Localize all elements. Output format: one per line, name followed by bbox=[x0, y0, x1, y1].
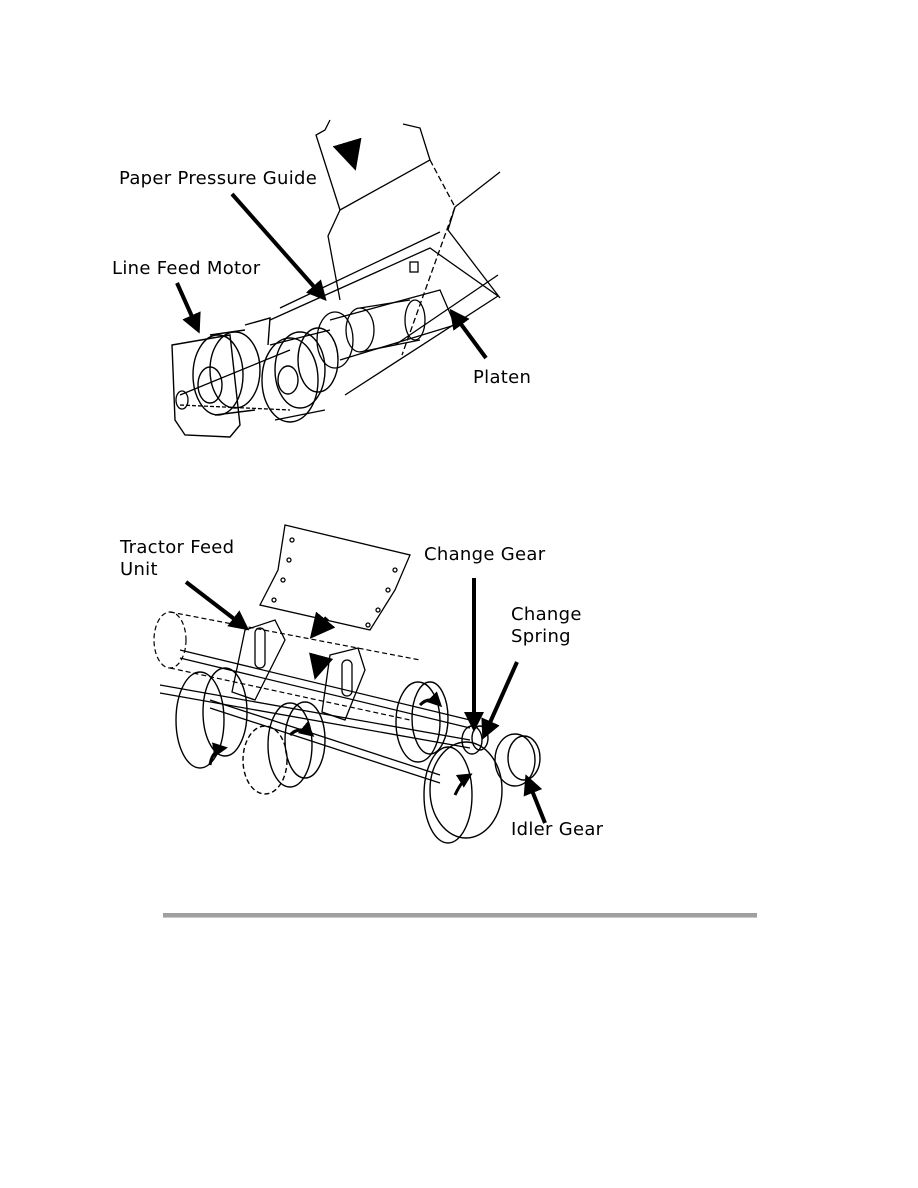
line-feed-motor-leader bbox=[175, 282, 201, 334]
line-feed-motor-label: Line Feed Motor bbox=[112, 258, 261, 279]
change-gear-label: Change Gear bbox=[424, 544, 546, 565]
platen-pulley bbox=[261, 327, 339, 423]
paper-pressure-guide-leader bbox=[230, 192, 327, 301]
drive-belt bbox=[175, 349, 291, 411]
horizontal-divider bbox=[163, 913, 757, 918]
feed-direction-arrow-icon bbox=[309, 611, 336, 680]
idler-gear-label: Idler Gear bbox=[511, 819, 604, 840]
platen-roller bbox=[316, 289, 456, 369]
change-gear bbox=[461, 725, 489, 755]
left-tractor-gear bbox=[175, 667, 326, 795]
change-spring-label: Change Spring bbox=[511, 604, 582, 648]
callout-leaders bbox=[175, 192, 488, 360]
paper-sheet bbox=[315, 119, 456, 356]
paper-pressure-guide-label: Paper Pressure Guide bbox=[119, 168, 318, 189]
line-feed-mechanism-figure bbox=[0, 0, 918, 480]
tractor-feed-drawing bbox=[153, 524, 547, 844]
tractor-feed-figure bbox=[0, 480, 918, 880]
continuous-form-paper bbox=[259, 524, 411, 631]
idler-gear-shape bbox=[494, 733, 541, 787]
tractor-feed-unit-label-line1: Tractor Feed bbox=[120, 537, 235, 558]
callout-leaders bbox=[184, 578, 547, 824]
tractor-units bbox=[231, 619, 366, 721]
feed-direction-arrow-icon bbox=[332, 137, 362, 171]
platen-label: Platen bbox=[473, 367, 532, 388]
tractor-feed-unit-label-line2: Unit bbox=[120, 559, 158, 580]
change-spring-leader bbox=[481, 661, 519, 740]
line-feed-motor-body bbox=[171, 317, 271, 438]
printer-frame bbox=[269, 171, 501, 396]
tractor-feed-unit-leader bbox=[184, 580, 250, 631]
change-spring-label-line2: Spring bbox=[511, 626, 571, 647]
line-feed-drawing bbox=[171, 119, 501, 438]
idler-gear-leader bbox=[523, 774, 547, 824]
rotation-arrow-icon bbox=[208, 721, 315, 766]
large-drive-gear bbox=[423, 741, 503, 844]
platen-leader bbox=[449, 308, 488, 360]
tractor-feed-unit-label: Tractor Feed Unit bbox=[120, 537, 234, 581]
change-spring-label-line1: Change bbox=[511, 604, 582, 625]
platen-gear bbox=[395, 681, 449, 763]
